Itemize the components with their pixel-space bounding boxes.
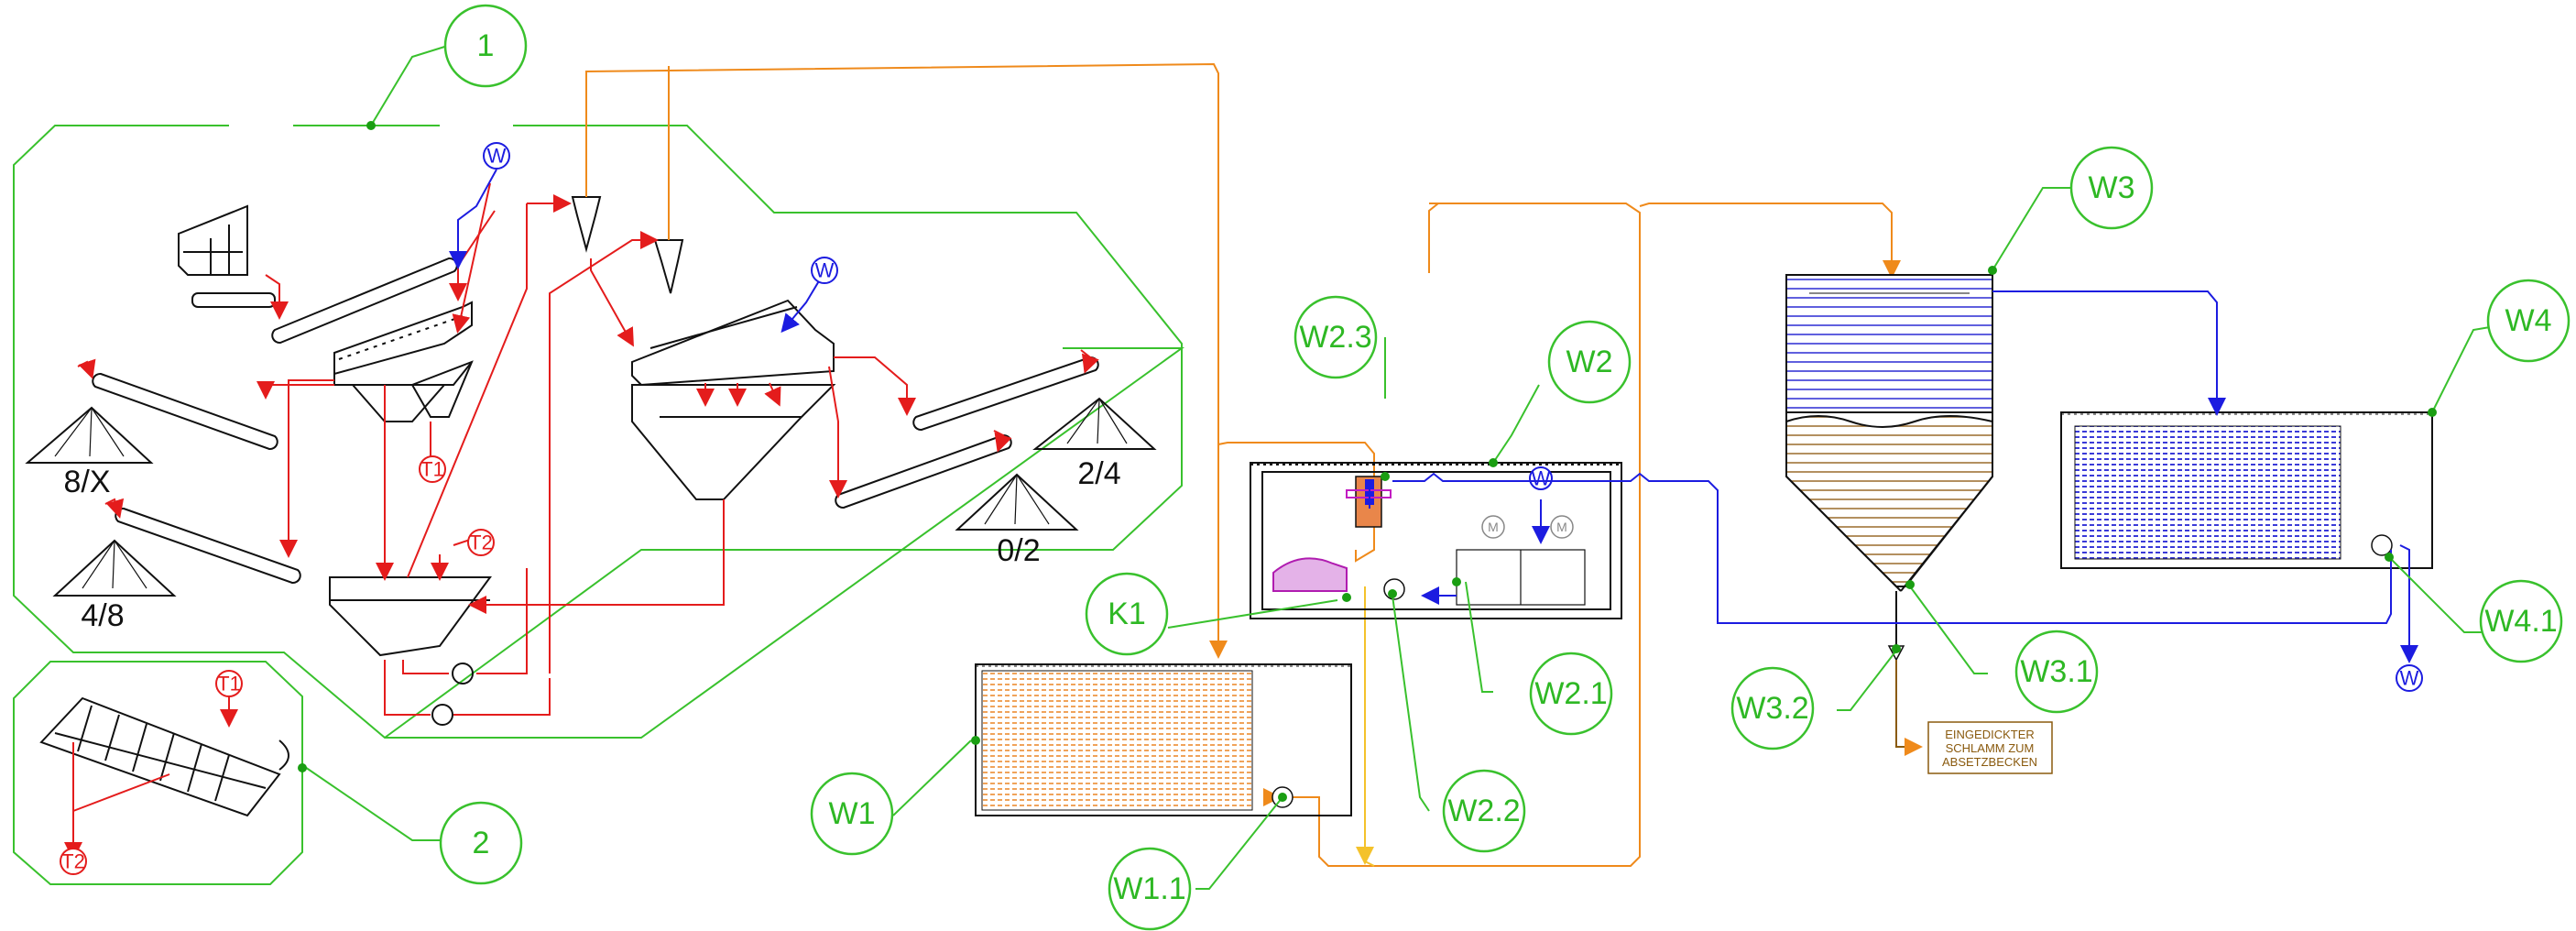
callout-w2-3: W2.3 [1293,295,1378,379]
screen-1 [333,301,474,422]
callout-label-w4-1: W4.1 [2484,604,2557,639]
callout-label-w3-2: W3.2 [1736,691,1808,726]
callout-label-2: 2 [473,826,490,860]
callout-w2-2: W2.2 [1442,769,1526,853]
callout-w3: W3 [2069,146,2154,230]
t2-label-b: T2 [61,850,85,873]
water-label-a: W [487,145,507,168]
sludge-note-line-1: EINGEDICKTER [1945,728,2035,741]
pump-icon-w4-1 [2371,534,2393,556]
water-inlets: W W [449,142,838,334]
motor-label-b: M [1556,520,1567,534]
callout-label-k1: K1 [1108,597,1146,631]
feed-hopper [178,204,276,308]
callout-w1: W1 [810,772,894,856]
screen-2 [39,696,289,817]
callout-label-w2-2: W2.2 [1447,794,1520,828]
t2-marker-a [467,529,495,556]
container-w2 [1250,462,1622,619]
t2-marker-b [60,848,87,875]
hydrocyclones [571,196,684,294]
callout-w4: W4 [2486,279,2571,363]
sump-tank [329,576,492,657]
stockpile-2-4 [1032,397,1157,450]
water-marker-c [1529,466,1553,490]
t1-marker-b [215,670,243,697]
stockpile-label-4-8: 4/8 [81,598,124,633]
sludge-note-line-3: ABSETZBECKEN [1942,755,2037,769]
plant-boundary-2 [13,661,303,885]
motor-icon-b [1550,515,1574,539]
water-label-c: W [1532,467,1551,490]
water-marker-d [2396,664,2423,692]
t-markers: T1 T2 T1 T2 [60,455,495,875]
sludge-note: EINGEDICKTER SCHLAMM ZUM ABSETZBECKEN [1927,721,2053,774]
stockpile-label-2-4: 2/4 [1077,456,1120,491]
water-label-b: W [815,259,835,282]
t2-label-a: T2 [469,531,493,554]
callout-label-w2-3: W2.3 [1299,320,1371,355]
thickener-outlet [1887,591,1923,756]
callout-label-w4: W4 [2505,303,2552,338]
callout-label-w3-1: W3.1 [2020,654,2092,689]
callout-w3-2: W3.2 [1730,666,1815,750]
t1-marker-a [419,455,446,483]
stockpile-label-0-2: 0/2 [997,533,1040,568]
stockpile-0-2 [955,473,1079,531]
water-marker-b [811,257,838,284]
water-marker-a [483,142,510,170]
callout-1: 1 [443,4,528,88]
t1-label-b: T1 [217,673,241,696]
container-w4 [2060,411,2433,569]
callout-label-w1-1: W1.1 [1113,871,1185,906]
callout-2: 2 [439,801,523,885]
red-process-lines [64,182,1099,860]
callout-w2-1: W2.1 [1529,652,1613,736]
callout-label-1: 1 [477,28,495,63]
water-label-d: W [2400,667,2419,690]
thickener-w3 [1785,274,1993,592]
callout-label-w1: W1 [829,796,876,831]
stockpile-4-8 [52,539,177,597]
orange-lines [585,62,1901,867]
stockpile-8x [25,406,154,464]
container-w1 [975,663,1352,816]
blue-lines [1369,290,2418,663]
callout-w3-1: W3.1 [2014,630,2099,714]
t1-label-a: T1 [420,458,444,481]
callout-k1: K1 [1085,572,1169,656]
sludge-note-line-2: SCHLAMM ZUM [1946,741,2035,755]
plant-boundary-1 [13,125,1185,739]
stockpile-label-8x: 8/X [63,465,110,499]
callout-label-w2: W2 [1566,345,1613,379]
callout-label-w3: W3 [2089,170,2135,205]
pump-a [431,663,474,726]
w2-equipment: M M W [1272,466,1586,606]
motor-label-a: M [1488,520,1499,534]
callout-w4-1: W4.1 [2479,579,2563,663]
callout-w1-1: W1.1 [1108,847,1192,931]
yellow-line [1356,586,1375,867]
callout-w2: W2 [1547,320,1632,404]
washer-unit [631,299,836,500]
callout-label-w2-1: W2.1 [1534,676,1607,711]
motor-icon-a [1481,515,1505,539]
